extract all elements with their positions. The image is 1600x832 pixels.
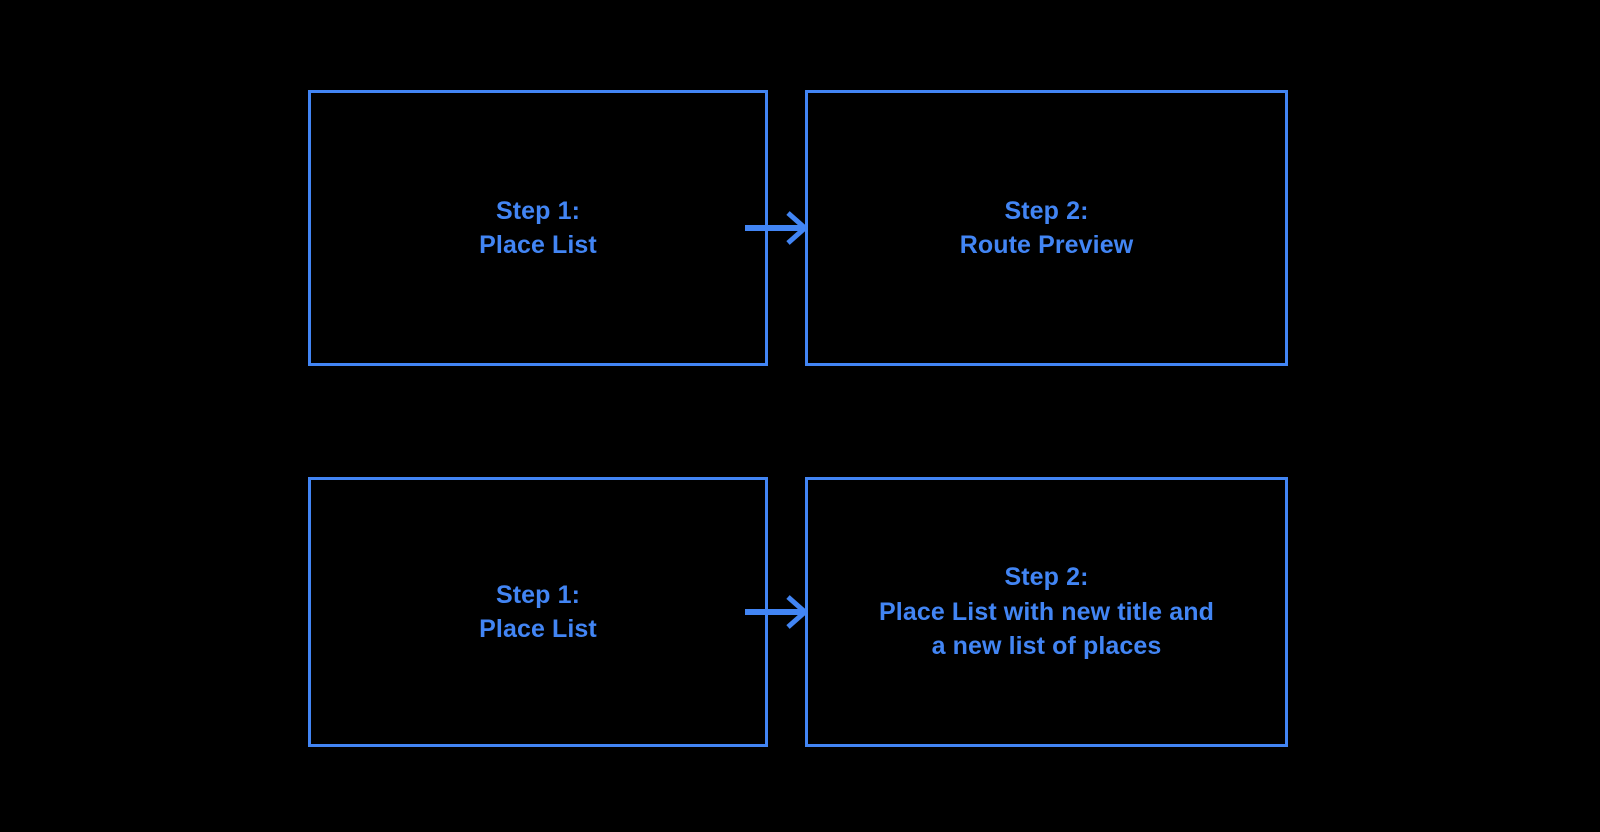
step-box-step-1-place-list-top[interactable]: Step 1: Place List [308, 90, 768, 366]
step-box-label: Step 2: Place List with new title and a … [879, 563, 1214, 661]
step-box-step-1-place-list-bottom[interactable]: Step 1: Place List [308, 477, 768, 747]
step-box-label: Step 1: Place List [479, 196, 597, 260]
step-box-label: Step 1: Place List [479, 580, 597, 644]
step-box-step-2-route-preview[interactable]: Step 2: Route Preview [805, 90, 1288, 366]
flow-row-place-list-updated: Step 1: Place List Step 2: Place List wi… [0, 477, 1600, 747]
step-box-label: Step 2: Route Preview [959, 196, 1134, 260]
step-box-step-2-place-list-updated[interactable]: Step 2: Place List with new title and a … [805, 477, 1288, 747]
flow-row-route-preview: Step 1: Place List Step 2: Route Preview [0, 90, 1600, 366]
